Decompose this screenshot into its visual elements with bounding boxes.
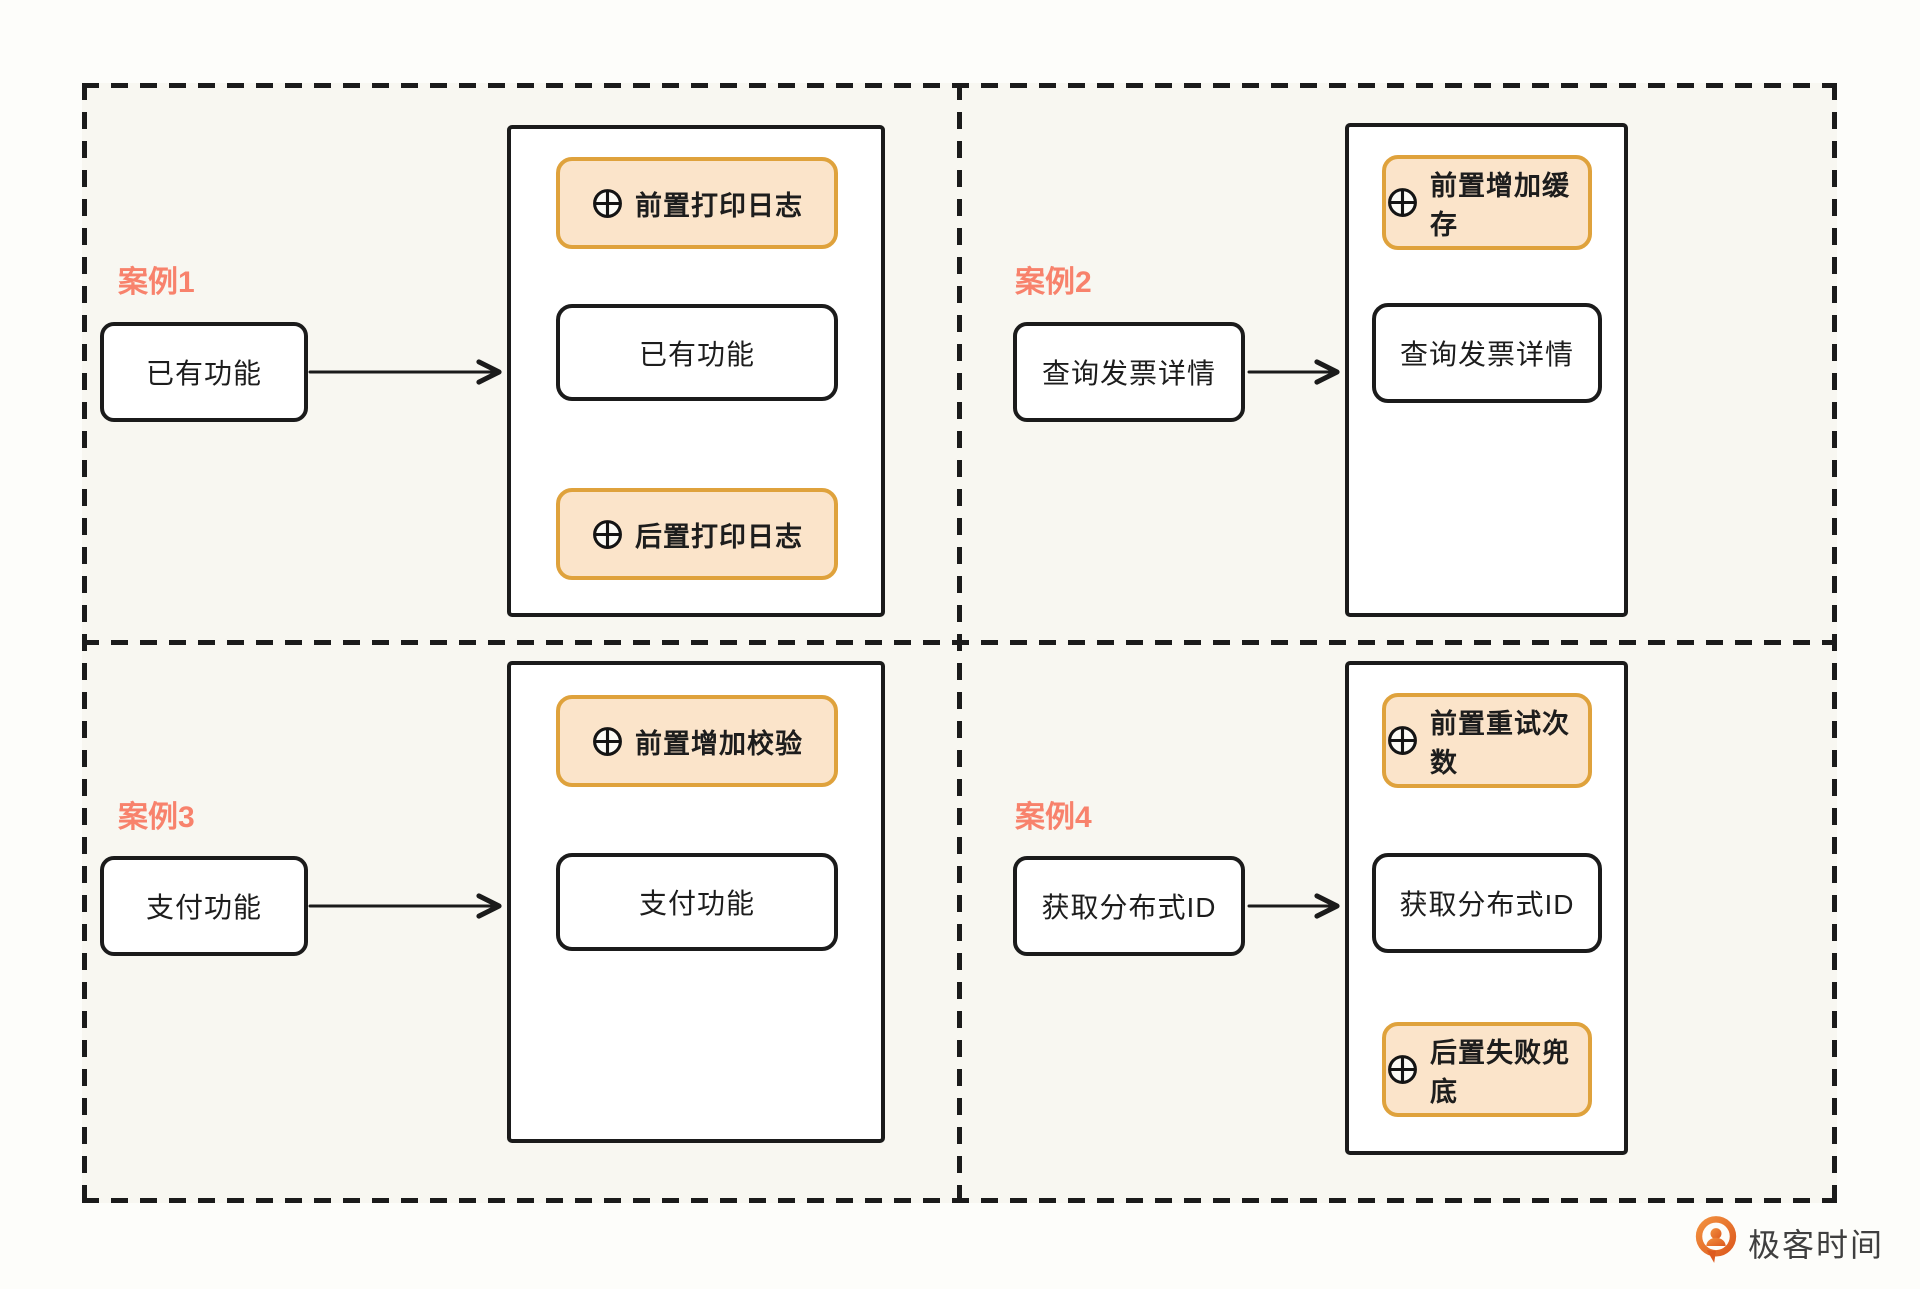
- flow-node-pre: 前置增加缓存: [1382, 155, 1592, 250]
- grid-divider-horizontal: [82, 640, 1837, 645]
- case-label: 案例4: [1015, 801, 1092, 834]
- flow-node-pre: 前置打印日志: [556, 157, 838, 249]
- geektime-icon: [1694, 1216, 1738, 1269]
- brand-logo: 极客时间: [1694, 1216, 1884, 1269]
- flow-node-label: 前置重试次数: [1430, 708, 1570, 778]
- source-node-label: 查询发票详情: [1041, 358, 1216, 389]
- brand-name: 极客时间: [1748, 1226, 1885, 1263]
- source-node: 查询发票详情: [1013, 322, 1245, 422]
- flow-node-pre: 前置重试次数: [1382, 693, 1592, 788]
- flow-node-label: 前置打印日志: [635, 190, 803, 221]
- source-node: 已有功能: [100, 322, 308, 422]
- flow-node-label: 获取分布式ID: [1399, 889, 1575, 920]
- flow-node-pre: 前置增加校验: [556, 695, 838, 787]
- flow-node-main: 已有功能: [556, 304, 838, 401]
- flow-node-main: 查询发票详情: [1372, 303, 1602, 403]
- flow-node-label: 后置失败兜底: [1430, 1037, 1570, 1107]
- flow-node-main: 获取分布式ID: [1372, 853, 1602, 953]
- flow-node-post: 后置打印日志: [556, 488, 838, 580]
- pointcut-icon: [591, 518, 624, 551]
- flow-node-label: 后置打印日志: [635, 521, 803, 552]
- case-label: 案例3: [118, 801, 195, 834]
- case-label: 案例1: [118, 266, 195, 299]
- pointcut-icon: [1386, 1053, 1419, 1086]
- source-node-label: 支付功能: [145, 892, 262, 923]
- case-label: 案例2: [1015, 266, 1092, 299]
- pointcut-icon: [591, 725, 624, 758]
- pointcut-icon: [1386, 724, 1419, 757]
- flow-node-label: 已有功能: [638, 338, 755, 370]
- flow-node-label: 前置增加校验: [635, 728, 803, 759]
- source-node: 获取分布式ID: [1013, 856, 1245, 956]
- source-node: 支付功能: [100, 856, 308, 956]
- flow-node-label: 查询发票详情: [1399, 339, 1574, 370]
- pointcut-icon: [591, 187, 624, 220]
- flow-node-label: 前置增加缓存: [1430, 170, 1570, 240]
- flow-node-label: 支付功能: [638, 888, 755, 919]
- flow-node-main: 支付功能: [556, 853, 838, 951]
- source-node-label: 获取分布式ID: [1041, 892, 1217, 923]
- source-node-label: 已有功能: [145, 358, 262, 389]
- pointcut-icon: [1386, 186, 1419, 219]
- flow-node-post: 后置失败兜底: [1382, 1022, 1592, 1117]
